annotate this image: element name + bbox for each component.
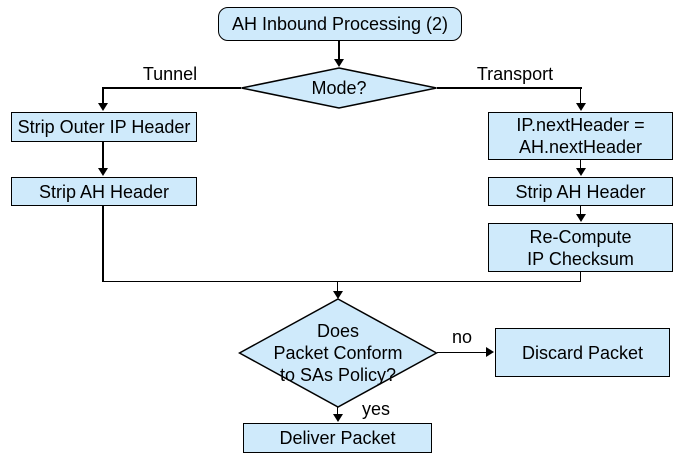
connector-ipnext-to-stripah <box>579 160 582 170</box>
arrowhead-into-recompute-icon <box>575 214 586 222</box>
edge-label-yes: yes <box>361 399 390 419</box>
arrowhead-into-mode-icon <box>334 59 344 67</box>
strip-ah-header-left-label: Strip AH Header <box>38 181 170 202</box>
connector-policy-yes-v <box>336 407 339 416</box>
ip-nextheader-line2: AH.nextHeader <box>518 137 643 157</box>
connector-merge-to-policy <box>336 281 339 293</box>
strip-outer-ip-header-node: Strip Outer IP Header <box>11 112 197 142</box>
connector-policy-no-h <box>437 351 488 354</box>
edge-label-transport: Transport <box>476 64 554 84</box>
arrowhead-into-stripah-right-icon <box>575 168 586 176</box>
connector-start-to-mode <box>338 41 340 61</box>
recompute-checksum-line2: IP Checksum <box>527 248 634 269</box>
strip-ah-header-right-label: Strip AH Header <box>515 181 646 202</box>
mode-decision-shape <box>241 67 437 109</box>
connector-mode-tunnel-v <box>102 87 104 105</box>
connector-right-merge-v <box>579 272 582 282</box>
discard-packet-label: Discard Packet <box>521 342 644 363</box>
deliver-packet-node: Deliver Packet <box>243 423 432 453</box>
ip-nextheader-line1: IP.nextHeader = <box>516 115 645 135</box>
arrowhead-into-discard-icon <box>486 347 494 358</box>
deliver-packet-label: Deliver Packet <box>279 428 396 448</box>
recompute-checksum-line1: Re-Compute <box>529 226 632 247</box>
strip-ah-header-right-node: Strip AH Header <box>488 177 673 206</box>
edge-label-tunnel: Tunnel <box>142 64 198 84</box>
edge-label-no: no <box>451 327 473 347</box>
start-node-label: AH Inbound Processing (2) <box>231 14 449 34</box>
connector-merge-h <box>102 280 582 283</box>
strip-ah-header-left-node: Strip AH Header <box>11 177 197 206</box>
connector-left-merge-v <box>102 206 104 282</box>
policy-decision-shape <box>238 298 438 408</box>
discard-packet-node: Discard Packet <box>495 328 670 377</box>
connector-stripah-to-recompute <box>579 206 582 216</box>
arrowhead-into-strip-outer-icon <box>98 103 109 111</box>
recompute-checksum-node: Re-Compute IP Checksum <box>488 223 673 272</box>
arrowhead-into-policy-icon <box>332 291 343 299</box>
start-node: AH Inbound Processing (2) <box>218 7 462 41</box>
arrowhead-into-ipnextheader-icon <box>575 103 586 111</box>
connector-mode-tunnel-h <box>102 87 242 89</box>
connector-mode-transport-h <box>437 87 582 89</box>
ip-nextheader-node: IP.nextHeader = AH.nextHeader <box>488 112 673 160</box>
arrowhead-into-stripah-left-icon <box>98 168 109 176</box>
connector-stripouter-to-stripah <box>102 142 104 170</box>
arrowhead-into-deliver-icon <box>332 414 343 422</box>
connector-mode-transport-v <box>579 87 582 105</box>
strip-outer-ip-header-label: Strip Outer IP Header <box>17 117 191 137</box>
